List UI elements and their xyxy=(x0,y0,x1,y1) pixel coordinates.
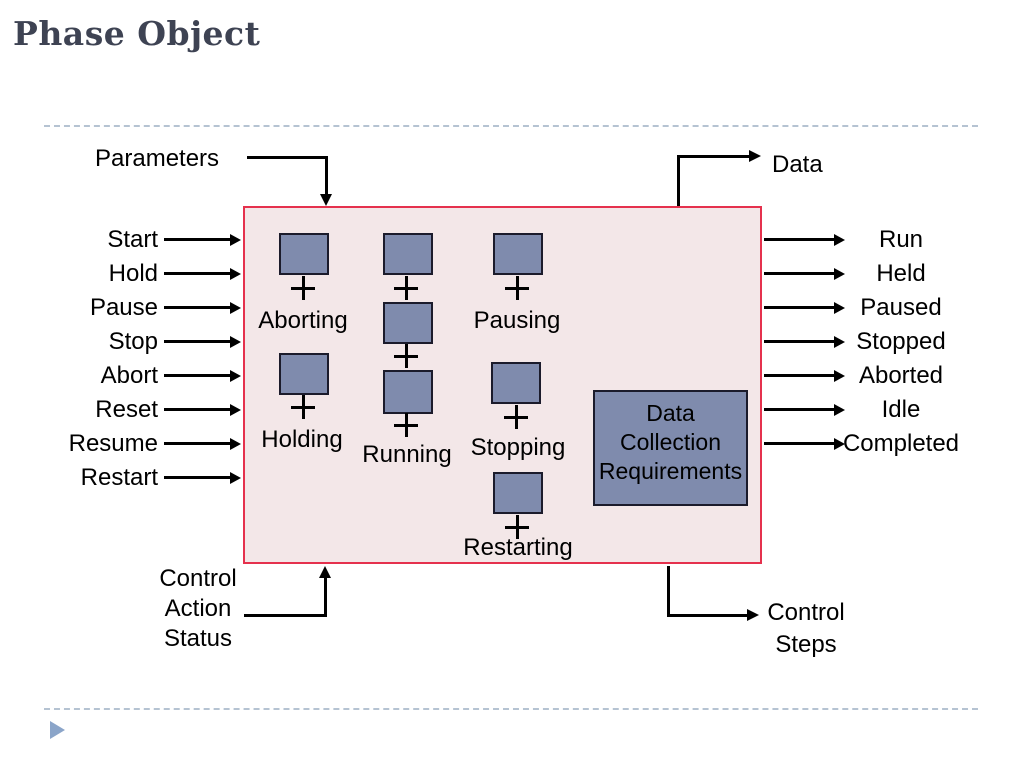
control-action-status-arrow-head xyxy=(319,566,331,578)
footer-bullet-triangle-icon xyxy=(50,721,65,739)
state-label-aborting: Aborting xyxy=(258,307,348,334)
output-arrow-held xyxy=(764,267,845,280)
output-arrow-idle xyxy=(764,403,845,416)
control-action-status-arrow-line-h xyxy=(244,614,326,617)
parameters-arrow-line-h xyxy=(247,156,327,159)
control-steps-arrow-line-h xyxy=(667,614,747,617)
control-action-status-label: Control Action Status xyxy=(128,564,268,654)
sfc-step-aborting xyxy=(279,233,329,275)
input-label-pause: Pause xyxy=(89,294,158,321)
input-label-abort: Abort xyxy=(100,362,158,389)
sfc-transition-plus-icon-stopping xyxy=(504,405,528,429)
parameters-label: Parameters xyxy=(95,145,220,172)
data-collection-requirements-box: Data Collection Requirements xyxy=(593,390,748,506)
sfc-step-restarting xyxy=(493,472,543,514)
output-arrow-completed xyxy=(764,437,845,450)
output-label-run: Run xyxy=(878,226,924,253)
data-label: Data xyxy=(772,151,823,178)
output-arrow-aborted xyxy=(764,369,845,382)
input-arrow-reset xyxy=(164,403,241,416)
input-arrow-abort xyxy=(164,369,241,382)
control-steps-arrow-line-v xyxy=(667,566,670,617)
sfc-transition-plus-icon-running-3 xyxy=(394,413,418,437)
input-label-resume: Resume xyxy=(68,430,158,457)
output-arrow-run xyxy=(764,233,845,246)
control-action-status-line-3: Status xyxy=(163,625,233,652)
sfc-transition-plus-icon-running-1 xyxy=(394,276,418,300)
input-arrow-hold xyxy=(164,267,241,280)
output-label-idle: Idle xyxy=(881,396,921,423)
input-label-restart: Restart xyxy=(80,464,158,491)
control-steps-label: Control Steps xyxy=(736,597,876,661)
output-arrow-stopped xyxy=(764,335,845,348)
input-label-reset: Reset xyxy=(95,396,158,423)
control-steps-line-1: Control xyxy=(767,599,845,626)
state-label-stopping: Stopping xyxy=(470,434,566,461)
input-label-start: Start xyxy=(107,226,158,253)
sfc-step-running-3 xyxy=(383,370,433,414)
sfc-transition-plus-icon-running-2 xyxy=(394,344,418,368)
control-steps-line-2: Steps xyxy=(775,631,837,658)
input-arrow-pause xyxy=(164,301,241,314)
output-arrow-paused xyxy=(764,301,845,314)
sfc-transition-plus-icon-pausing xyxy=(505,276,529,300)
data-collection-line-3: Requirements xyxy=(598,458,743,484)
sfc-step-holding xyxy=(279,353,329,395)
parameters-arrow-line-v xyxy=(325,156,328,196)
input-label-hold: Hold xyxy=(108,260,158,287)
state-label-restarting: Restarting xyxy=(463,534,573,561)
state-label-running: Running xyxy=(362,441,452,468)
sfc-step-pausing xyxy=(493,233,543,275)
output-label-paused: Paused xyxy=(860,294,942,321)
output-label-completed: Completed xyxy=(842,430,960,457)
data-arrow-line-v xyxy=(677,158,680,206)
sfc-step-running-1 xyxy=(383,233,433,275)
data-collection-line-2: Collection xyxy=(620,429,721,455)
state-label-pausing: Pausing xyxy=(473,307,561,334)
slide-title: Phase Object xyxy=(13,14,261,53)
input-arrow-resume xyxy=(164,437,241,450)
parameters-arrow-head xyxy=(320,194,332,206)
state-label-holding: Holding xyxy=(261,426,343,453)
control-steps-arrow-head xyxy=(747,609,759,621)
sfc-transition-plus-icon-restarting xyxy=(505,515,529,539)
input-arrow-start xyxy=(164,233,241,246)
control-action-status-line-2: Action xyxy=(164,595,232,622)
data-collection-line-1: Data xyxy=(646,400,695,426)
output-label-held: Held xyxy=(876,260,926,287)
input-label-stop: Stop xyxy=(108,328,158,355)
sfc-step-running-2 xyxy=(383,302,433,344)
input-arrow-stop xyxy=(164,335,241,348)
control-action-status-arrow-line-v xyxy=(324,578,327,617)
data-arrow-line-h xyxy=(677,155,749,158)
footer-divider xyxy=(44,708,978,710)
sfc-transition-plus-icon-holding xyxy=(291,395,315,419)
output-label-aborted: Aborted xyxy=(858,362,944,389)
output-label-stopped: Stopped xyxy=(856,328,946,355)
sfc-step-stopping xyxy=(491,362,541,404)
sfc-transition-plus-icon-aborting xyxy=(291,276,315,300)
input-arrow-restart xyxy=(164,471,241,484)
control-action-status-line-1: Control xyxy=(159,565,237,592)
data-arrow-head xyxy=(749,150,761,162)
header-divider xyxy=(44,125,978,127)
